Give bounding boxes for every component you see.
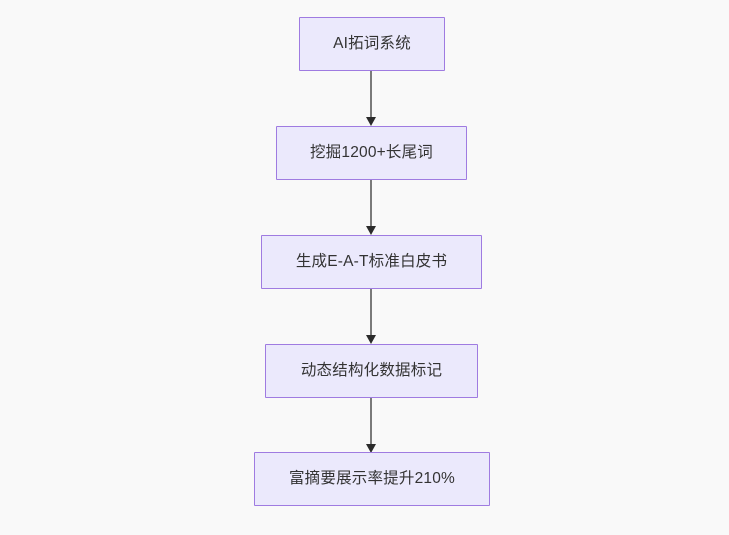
flow-node-label: 富摘要展示率提升210% <box>288 469 456 487</box>
flow-edge-n1-n2 <box>365 71 376 126</box>
flow-node-label: 挖掘1200+长尾词 <box>309 143 434 161</box>
flow-node-mine-longtail-keywords[interactable]: 挖掘1200+长尾词 <box>276 126 467 180</box>
flow-edge-line <box>370 71 372 117</box>
flow-node-label: 动态结构化数据标记 <box>300 361 443 379</box>
arrow-head-icon <box>365 117 376 126</box>
arrow-head-icon <box>365 335 376 344</box>
flow-node-label: 生成E-A-T标准白皮书 <box>295 252 448 270</box>
flow-edge-n3-n4 <box>365 289 376 344</box>
flow-edge-n2-n3 <box>365 180 376 235</box>
arrow-head-icon <box>365 226 376 235</box>
flow-node-label: AI拓词系统 <box>333 34 411 52</box>
flow-edge-line <box>370 180 372 226</box>
flow-node-dynamic-structured-data-markup[interactable]: 动态结构化数据标记 <box>265 344 478 398</box>
flow-edge-n4-n5 <box>365 398 376 453</box>
flow-node-ai-keyword-system[interactable]: AI拓词系统 <box>299 17 445 71</box>
flow-node-rich-snippet-impression-lift[interactable]: 富摘要展示率提升210% <box>254 452 490 506</box>
flow-edge-line <box>370 398 372 444</box>
flow-node-generate-eat-whitepaper[interactable]: 生成E-A-T标准白皮书 <box>261 235 482 289</box>
flow-edge-line <box>370 289 372 335</box>
